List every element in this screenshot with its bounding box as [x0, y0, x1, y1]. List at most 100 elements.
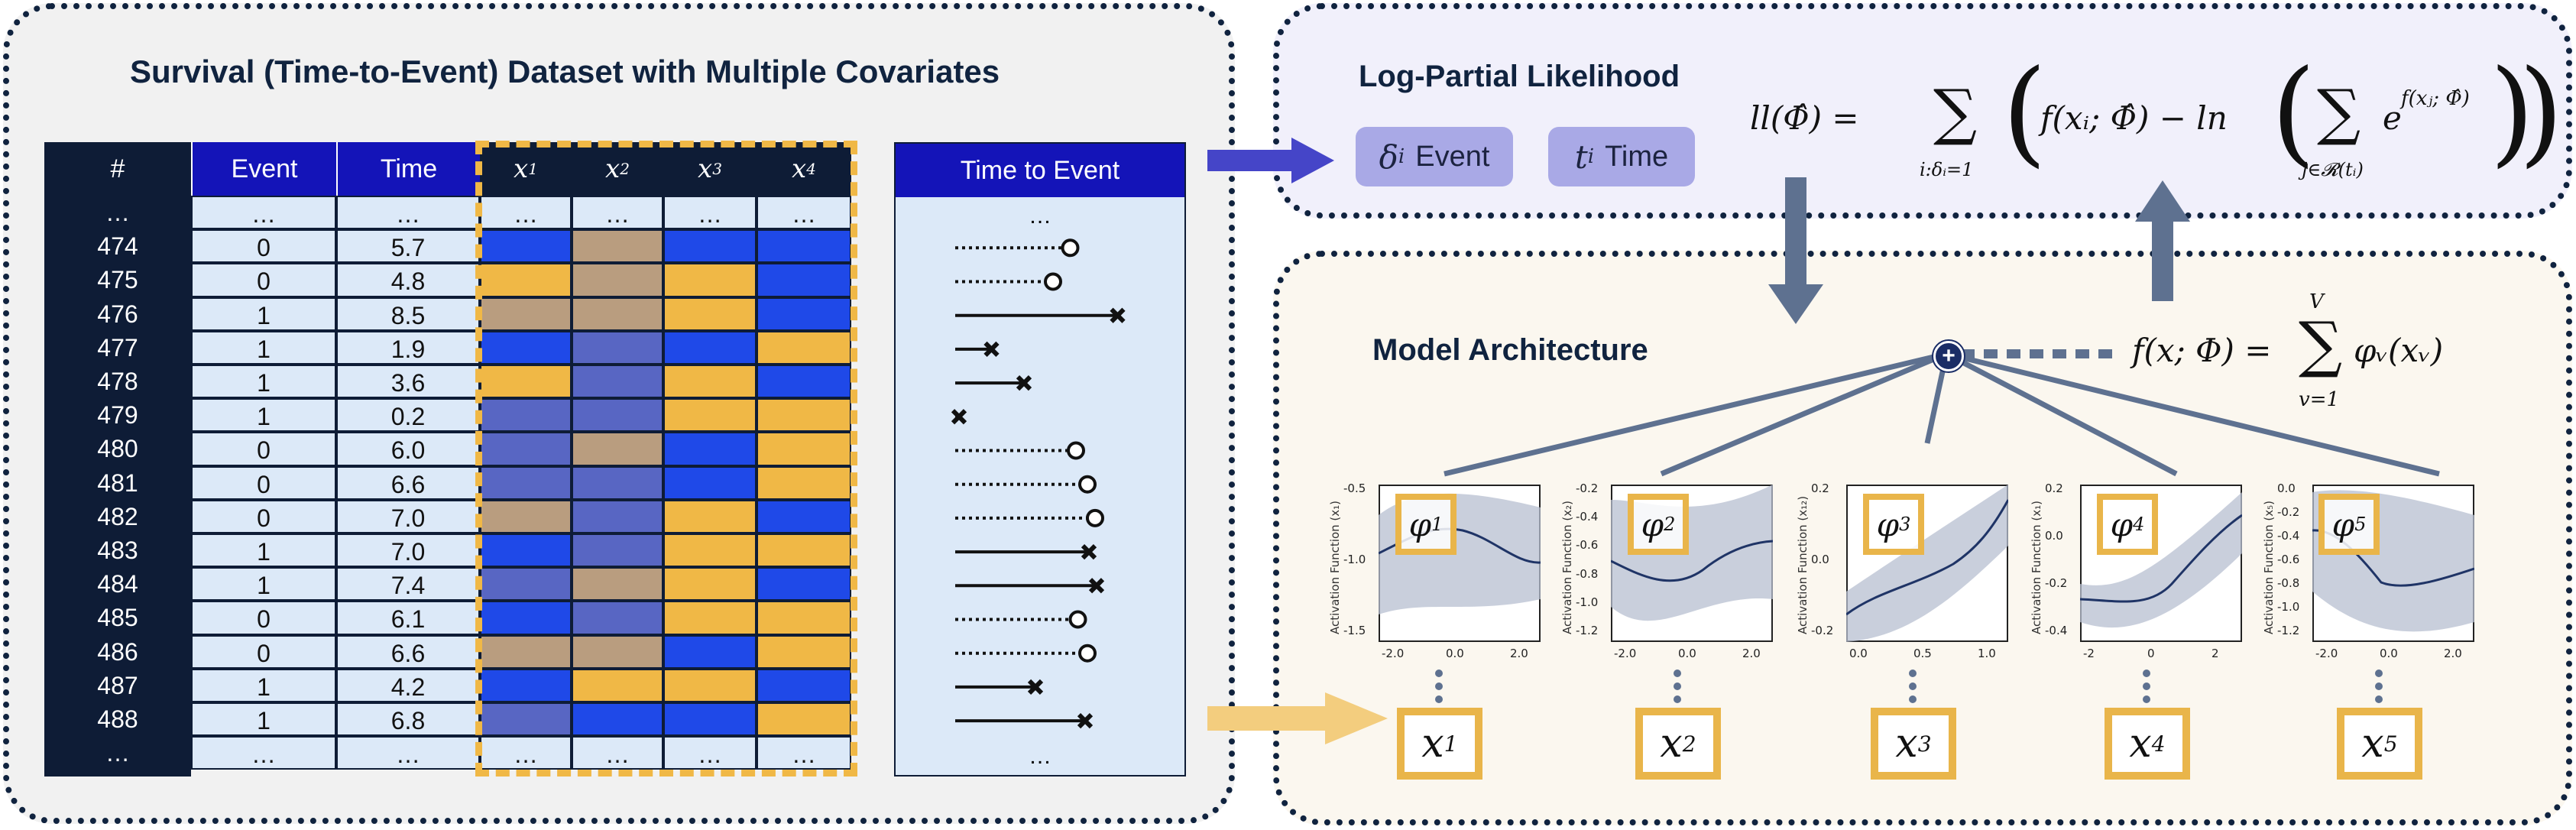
row-time: 4.8 — [336, 263, 480, 297]
row-id: 481 — [97, 468, 138, 497]
covariate-cell — [480, 398, 572, 433]
ll-sum: ∑ — [1933, 76, 1978, 148]
covariate-cell — [757, 297, 851, 331]
event-marker — [1081, 543, 1097, 560]
event-symbol: δ — [1379, 138, 1398, 176]
covariate-cell — [480, 465, 572, 500]
phi-symbol: φ — [1408, 505, 1432, 543]
event-marker — [951, 409, 967, 425]
x-tick: 0.0 — [1446, 647, 1464, 660]
model-formula-sup: V — [2309, 290, 2324, 313]
header-id: # — [44, 142, 191, 196]
y-tick: -1.5 — [1343, 624, 1366, 637]
tte-line — [955, 441, 1085, 460]
row-id: 476 — [97, 300, 138, 328]
x-tick: 0 — [2147, 647, 2155, 660]
covariate-cell — [572, 330, 663, 365]
covariate-cell — [480, 297, 572, 331]
tte-line — [955, 341, 1000, 358]
model-formula-rhs: φᵥ(xᵥ) — [2354, 332, 2444, 369]
row-event: 1 — [191, 567, 336, 601]
y-tick: -0.6 — [2277, 553, 2300, 566]
covariate-cell — [663, 229, 757, 264]
censor-marker — [1078, 644, 1097, 663]
row-event: 0 — [191, 229, 336, 264]
y-axis-label-text: Activation Function — [1560, 520, 1574, 634]
covariate-cell — [480, 533, 572, 568]
censor-marker — [1044, 272, 1062, 291]
ellipsis-cell: … — [105, 739, 130, 767]
covariate-cell — [480, 330, 572, 365]
input-sub: 1 — [1444, 731, 1458, 757]
plot-to-input-dotted — [2143, 670, 2150, 703]
ellipsis-cell: … — [572, 736, 663, 770]
covariate-cell — [480, 702, 572, 737]
covariate-cell — [663, 398, 757, 433]
row-event: 1 — [191, 668, 336, 702]
covariate-cell — [663, 330, 757, 365]
row-id: 482 — [97, 502, 138, 530]
covariate-cell — [757, 398, 851, 433]
ellipsis-cell: … — [191, 736, 336, 770]
tte-line — [955, 508, 1104, 527]
row-time: 1.9 — [336, 330, 480, 365]
x-tick: 2.0 — [1742, 647, 1761, 660]
ellipsis-cell: … — [572, 196, 663, 230]
ll-inner-sum-sub: j∈𝓡(tᵢ) — [2302, 159, 2364, 180]
shape-curve — [2080, 514, 2242, 603]
row-id: 486 — [97, 637, 138, 666]
y-axis-label-text: Activation Function — [2030, 520, 2043, 634]
covariate-cell — [663, 432, 757, 466]
model-formula-sub: v=1 — [2299, 388, 2340, 411]
tte-line — [955, 374, 1032, 391]
x-tick: -2.0 — [2315, 647, 2338, 660]
x-tick: 0.5 — [1913, 647, 1932, 660]
tte-line — [955, 610, 1087, 629]
covariate-cell — [757, 229, 851, 264]
covariate-cell — [663, 567, 757, 601]
event-marker — [1110, 307, 1126, 323]
row-id: 483 — [97, 537, 138, 564]
header-x1-var: x — [514, 154, 529, 184]
tte-header: Time to Event — [896, 144, 1184, 197]
covariate-cell — [663, 263, 757, 297]
plus-symbol: + — [1942, 343, 1955, 368]
covariates-highlight — [475, 141, 857, 777]
row-event: 0 — [191, 601, 336, 635]
x-tick: 0.0 — [2380, 647, 2398, 660]
time-label: Time — [1605, 140, 1669, 173]
model-formula-sum: ∑ — [2299, 309, 2343, 380]
ellipsis-cell: … — [480, 736, 572, 770]
row-time: 7.4 — [336, 567, 480, 601]
censor-marker — [1067, 441, 1085, 460]
dataset-title: Survival (Time-to-Event) Dataset with Mu… — [130, 53, 1000, 89]
row-id: 474 — [97, 232, 138, 261]
covariate-cell — [572, 465, 663, 500]
row-event: 0 — [191, 465, 336, 500]
confidence-band — [2080, 492, 2242, 628]
input-sub: 3 — [1917, 731, 1932, 757]
ellipsis-cell: … — [105, 199, 130, 226]
ll-inner-paren-open: ( — [2271, 46, 2316, 179]
phi-sub: 5 — [2354, 514, 2367, 535]
tte-line — [955, 712, 1094, 729]
tte-line — [955, 238, 1080, 258]
event-marker — [1027, 679, 1044, 695]
covariate-cell — [757, 330, 851, 365]
time-to-event-panel: Time to Event …… — [894, 142, 1186, 777]
covariate-cell — [757, 567, 851, 601]
plus-node: + — [1933, 341, 1964, 371]
tte-ellipsis: … — [1029, 744, 1051, 769]
ll-e: e — [2383, 99, 2402, 137]
row-event: 1 — [191, 365, 336, 399]
covariate-cell — [663, 702, 757, 737]
censor-marker — [1078, 475, 1097, 494]
plot-to-input-dotted — [1909, 670, 1917, 703]
covariate-cell — [480, 432, 572, 466]
covariate-cell — [572, 365, 663, 399]
header-time: Time — [336, 142, 480, 196]
y-tick: 0.2 — [2045, 481, 2063, 495]
